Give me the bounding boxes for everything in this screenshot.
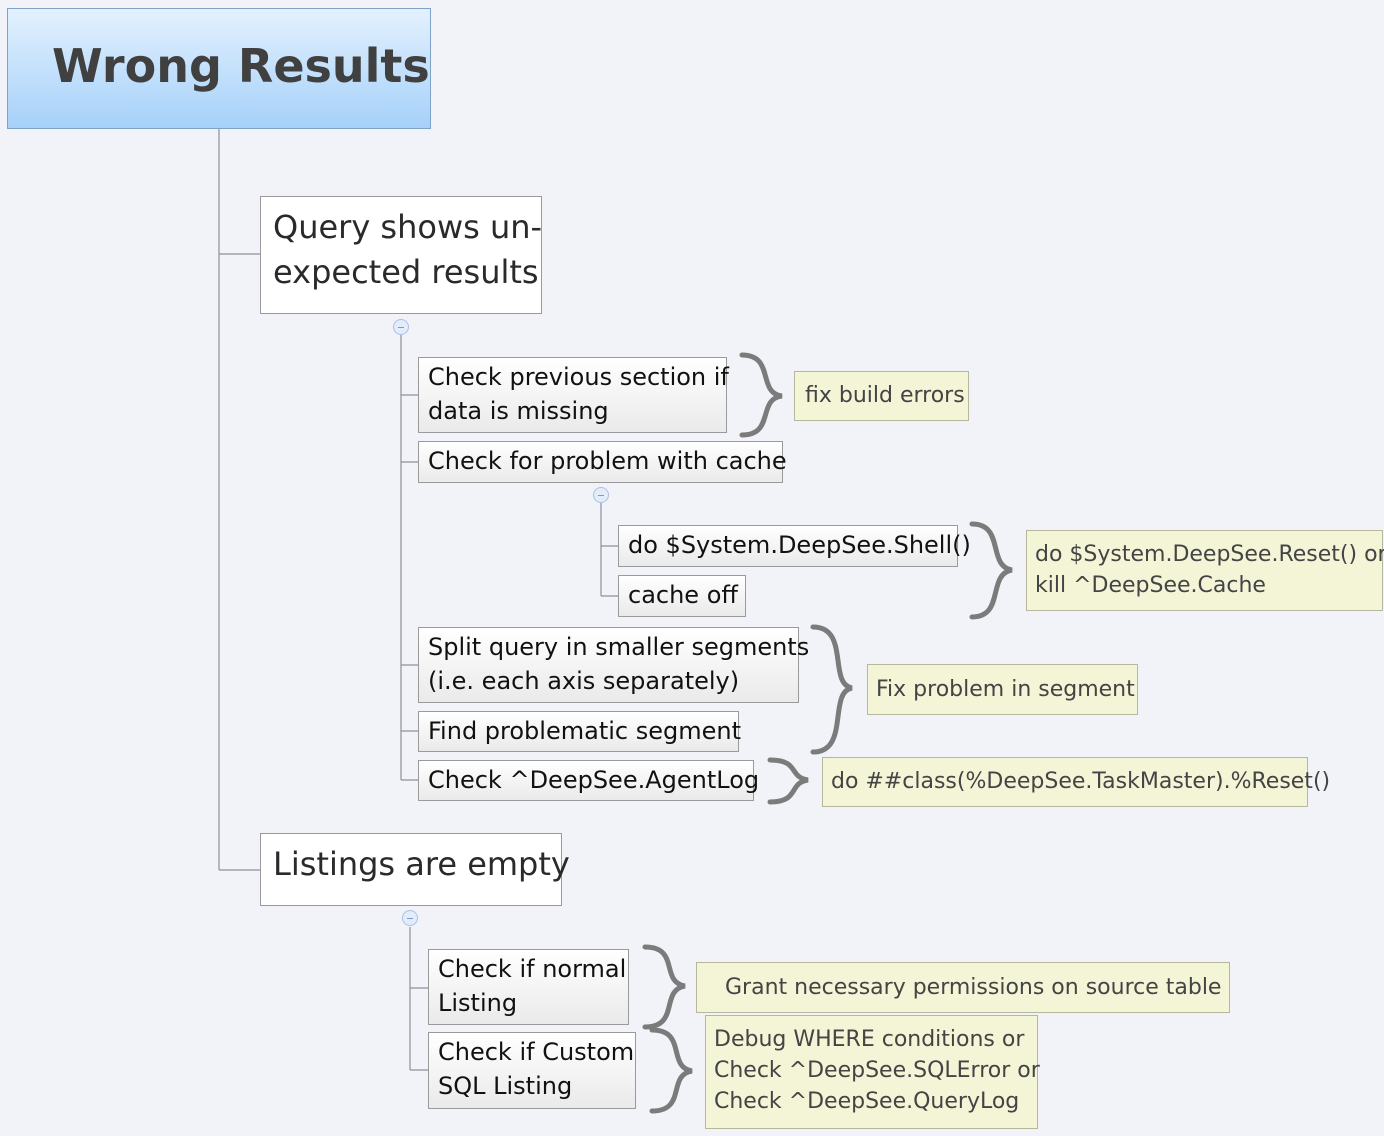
topic-agentlog[interactable]: Check ^DeepSee.AgentLog — [418, 760, 759, 801]
note-deepsee-reset[interactable]: do $System.DeepSee.Reset() or kill ^Deep… — [1026, 530, 1384, 611]
note-debug-where[interactable]: Debug WHERE conditions or Check ^DeepSee… — [705, 1015, 1040, 1129]
topic-custom-sql-listing-line1: Check if Custom — [438, 1038, 635, 1066]
topic-check-previous-line2: data is missing — [428, 397, 609, 425]
note-taskmaster-reset[interactable]: do ##class(%DeepSee.TaskMaster).%Reset() — [822, 757, 1330, 807]
topic-split-query-line1: Split query in smaller segments — [428, 633, 810, 661]
brace-segment — [810, 624, 853, 755]
topic-cache-off-label: cache off — [628, 581, 738, 609]
topic-custom-sql-listing[interactable]: Check if Custom SQL Listing — [428, 1032, 636, 1109]
topic-query-unexpected[interactable]: Query shows un- expected results — [260, 196, 542, 314]
note-fix-segment[interactable]: Fix problem in segment — [867, 664, 1138, 715]
topic-check-previous[interactable]: Check previous section if data is missin… — [418, 357, 729, 433]
topic-split-query-line2: (i.e. each axis separately) — [428, 667, 740, 695]
topic-check-previous-line1: Check previous section if — [428, 363, 729, 391]
collapse-listings-toggle[interactable] — [402, 910, 418, 926]
brace-debug — [649, 1027, 693, 1114]
brace-taskmaster — [767, 757, 809, 805]
note-fix-build-errors[interactable]: fix build errors — [794, 371, 969, 421]
topic-check-cache-label: Check for problem with cache — [428, 447, 787, 475]
topic-find-segment-label: Find problematic segment — [428, 717, 741, 745]
note-deepsee-reset-line1: do $System.DeepSee.Reset() or — [1035, 542, 1384, 567]
brace-build — [739, 352, 783, 438]
topic-listings-empty-label: Listings are empty — [273, 845, 570, 883]
topic-normal-listing[interactable]: Check if normal Listing — [428, 949, 629, 1025]
collapse-query-toggle[interactable] — [393, 319, 409, 335]
topic-query-line1: Query shows un- — [273, 208, 543, 246]
topic-split-query[interactable]: Split query in smaller segments (i.e. ea… — [418, 627, 810, 703]
topic-deepsee-shell[interactable]: do $System.DeepSee.Shell() — [618, 525, 971, 567]
note-debug-where-line1: Debug WHERE conditions or — [714, 1027, 1025, 1052]
note-fix-segment-text: Fix problem in segment — [876, 677, 1135, 702]
root-topic-title: Wrong Results — [52, 39, 430, 93]
topic-normal-listing-line2: Listing — [438, 989, 518, 1017]
topic-cache-off[interactable]: cache off — [618, 575, 746, 617]
topic-find-segment[interactable]: Find problematic segment — [418, 711, 741, 752]
note-debug-where-line2: Check ^DeepSee.SQLError or — [714, 1058, 1040, 1083]
brace-reset — [969, 521, 1013, 620]
note-grant-permissions[interactable]: Grant necessary permissions on source ta… — [696, 962, 1230, 1013]
topic-query-line2: expected results — [273, 253, 539, 291]
topic-custom-sql-listing-line2: SQL Listing — [438, 1072, 573, 1100]
note-fix-build-errors-text: fix build errors — [805, 383, 965, 408]
note-debug-where-line3: Check ^DeepSee.QueryLog — [714, 1089, 1020, 1114]
root-topic[interactable]: Wrong Results — [7, 8, 431, 129]
note-deepsee-reset-line2: kill ^DeepSee.Cache — [1035, 573, 1266, 598]
collapse-cache-toggle[interactable] — [593, 487, 609, 503]
topic-listings-empty[interactable]: Listings are empty — [260, 833, 570, 906]
brace-permissions — [642, 944, 686, 1030]
note-grant-permissions-text: Grant necessary permissions on source ta… — [725, 975, 1222, 1000]
topic-normal-listing-line1: Check if normal — [438, 955, 627, 983]
note-taskmaster-reset-text: do ##class(%DeepSee.TaskMaster).%Reset() — [831, 769, 1331, 794]
topic-agentlog-label: Check ^DeepSee.AgentLog — [428, 766, 760, 794]
topic-deepsee-shell-label: do $System.DeepSee.Shell() — [628, 531, 971, 559]
topic-check-cache[interactable]: Check for problem with cache — [418, 441, 787, 483]
